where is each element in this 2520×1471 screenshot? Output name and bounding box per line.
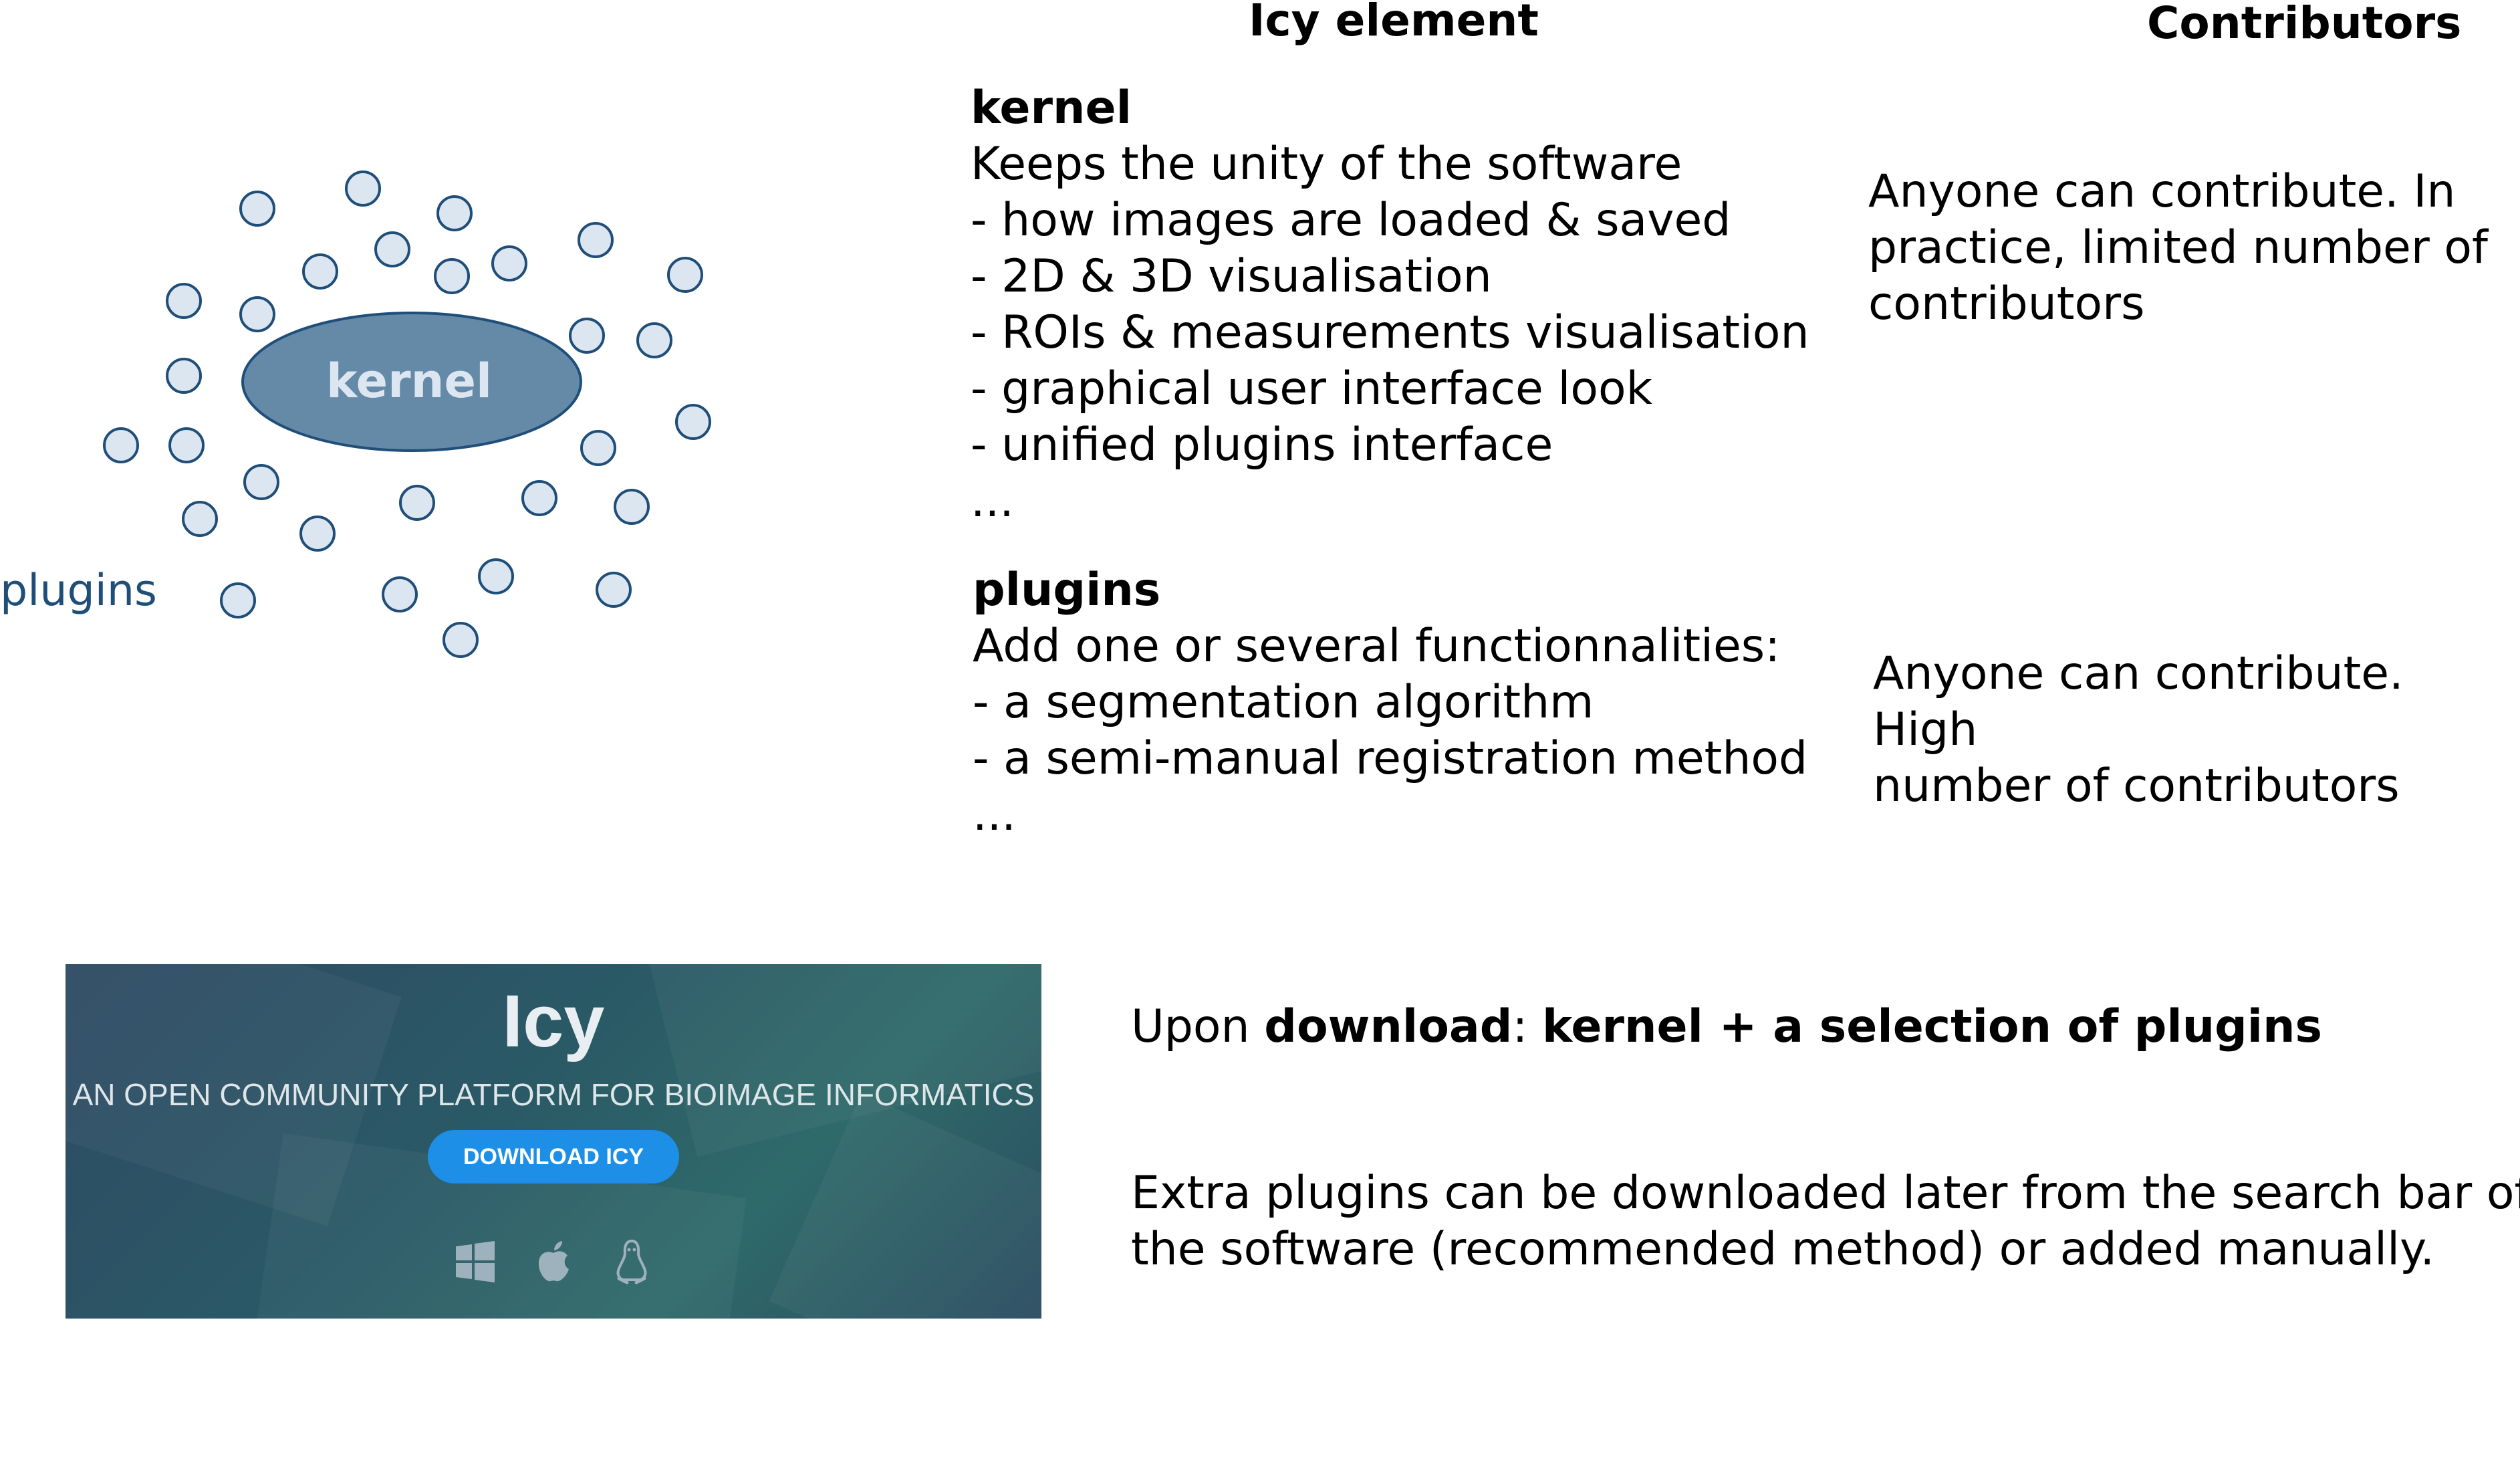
plugin-dot (374, 231, 410, 267)
windows-icon (456, 1241, 495, 1282)
download-note-prefix: Upon (1131, 1000, 1265, 1053)
plugin-dot (578, 222, 614, 258)
plugins-contributors-line: Anyone can contribute. High (1873, 647, 2404, 756)
kernel-contributors-line: practice, limited number of (1868, 221, 2488, 274)
plugin-dot (436, 195, 473, 231)
plugin-dot (596, 572, 632, 608)
plugin-dot (302, 253, 338, 290)
plugins-line: Add one or several functionnalities: (973, 620, 1781, 673)
kernel-line: - unified plugins interface (971, 419, 1553, 471)
plugin-dot (443, 622, 479, 658)
banner-subtitle: AN OPEN COMMUNITY PLATFORM FOR BIOIMAGE … (72, 1077, 1035, 1112)
extra-note-line: Extra plugins can be downloaded later fr… (1131, 1167, 2520, 1220)
extra-note-line: the software (recommended method) or add… (1131, 1223, 2435, 1276)
download-icy-button[interactable]: DOWNLOAD ICY (428, 1130, 679, 1183)
banner-title: Icy (502, 980, 605, 1062)
plugin-dot (166, 358, 202, 394)
plugin-dot (220, 582, 256, 618)
plugin-dot (636, 322, 672, 358)
plugin-dot (345, 171, 381, 207)
plugin-dot (168, 427, 205, 463)
kernel-line: - ROIs & measurements visualisation (971, 306, 1809, 359)
extra-plugins-note: Extra plugins can be downloaded later fr… (1131, 1165, 2520, 1278)
plugin-dot (243, 464, 279, 500)
plugin-dot (491, 245, 527, 281)
icy-banner: Icy AN OPEN COMMUNITY PLATFORM FOR BIOIM… (66, 964, 1041, 1319)
plugin-dot (239, 191, 275, 227)
download-note-bold-word: download (1264, 1000, 1513, 1053)
kernel-plugins-diagram: kernel plugins (0, 171, 711, 658)
plugins-description: plugins Add one or several functionnalit… (973, 562, 1807, 843)
plugins-label: plugins (0, 566, 157, 616)
plugins-line: - a semi-manual registration method (973, 732, 1808, 785)
kernel-title: kernel (971, 82, 1132, 134)
plugin-dot (239, 296, 275, 332)
plugin-dot (299, 516, 336, 552)
kernel-contributors-line: Anyone can contribute. In (1868, 165, 2456, 218)
plugin-dots (103, 171, 711, 658)
plugin-dot (569, 318, 605, 354)
plugins-title: plugins (973, 564, 1161, 616)
kernel-contributors: Anyone can contribute. In practice, limi… (1868, 164, 2488, 332)
apple-icon (538, 1241, 569, 1282)
contributors-column-header: Contributors (2147, 0, 2462, 49)
plugins-line: - a segmentation algorithm (973, 676, 1594, 729)
linux-icon (616, 1239, 647, 1284)
plugins-contributors-line: number of contributors (1873, 760, 2400, 812)
kernel-ellipse (241, 312, 582, 452)
plugins-line: ... (973, 788, 1016, 841)
plugin-dot (166, 283, 202, 319)
kernel-line: Keeps the unity of the software (971, 138, 1682, 191)
download-note-separator: : (1512, 1000, 1543, 1053)
plugin-dot (382, 576, 418, 612)
plugin-dot (667, 257, 703, 293)
plugin-dot (434, 258, 470, 294)
plugin-dot (478, 558, 514, 594)
kernel-line: - graphical user interface look (971, 362, 1652, 415)
plugin-dot (614, 489, 650, 525)
plugin-dot (399, 485, 435, 521)
plugin-dot (521, 480, 557, 516)
kernel-label: kernel (326, 354, 492, 409)
download-note-bold-rest: kernel + a selection of plugins (1542, 1000, 2322, 1053)
kernel-description: kernel Keeps the unity of the software -… (971, 80, 1809, 530)
kernel-line: - 2D & 3D visualisation (971, 250, 1492, 303)
kernel-line: - how images are loaded & saved (971, 194, 1731, 247)
plugin-dot (182, 501, 218, 537)
plugins-contributors: Anyone can contribute. High number of co… (1873, 646, 2520, 814)
download-note: Upon download: kernel + a selection of p… (1131, 999, 2322, 1055)
plugin-dot (675, 404, 711, 440)
plugin-dot (580, 430, 616, 466)
element-column-header: Icy element (1249, 0, 1539, 46)
plugin-dot (103, 427, 139, 463)
kernel-line: ... (971, 475, 1014, 528)
kernel-contributors-line: contributors (1868, 277, 2145, 330)
